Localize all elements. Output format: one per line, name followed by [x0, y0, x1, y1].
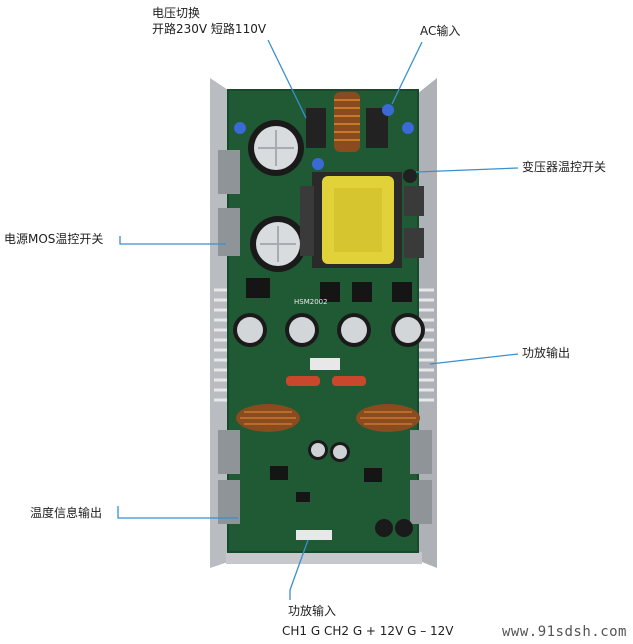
label-power-mos-thermal-switch: 电源MOS温控开关 — [4, 232, 104, 246]
transformer-side-parts — [234, 104, 424, 258]
mid-chips — [246, 278, 412, 302]
label-voltage-switch-modes: 开路230V 短路110V — [152, 22, 267, 36]
label-amp-input-pins: CH1 G CH2 G + 12V G – 12V — [282, 624, 454, 638]
board-silkscreen: HSM2002 — [294, 298, 328, 306]
label-amp-input-title: 功放输入 — [288, 604, 337, 618]
transformer — [300, 172, 402, 268]
lower-components — [270, 440, 413, 540]
label-amp-output: 功放输出 — [522, 346, 571, 360]
power-resistors — [286, 376, 366, 386]
label-voltage-switch-title: 电压切换 — [152, 6, 201, 20]
amp-capacitors — [233, 313, 425, 347]
thermal-pads — [218, 150, 432, 524]
label-transformer-thermal-switch: 变压器温控开关 — [522, 160, 607, 174]
output-inductors — [236, 404, 420, 432]
psu-capacitor-bottom — [250, 216, 306, 272]
leader-lines — [117, 39, 519, 600]
psu-capacitor-top — [248, 120, 304, 176]
site-watermark: www.91sdsh.com — [501, 624, 627, 640]
ac-input-filter — [306, 92, 388, 152]
label-temp-signal-output: 温度信息输出 — [30, 506, 103, 520]
label-ac-input: AC输入 — [420, 24, 461, 38]
